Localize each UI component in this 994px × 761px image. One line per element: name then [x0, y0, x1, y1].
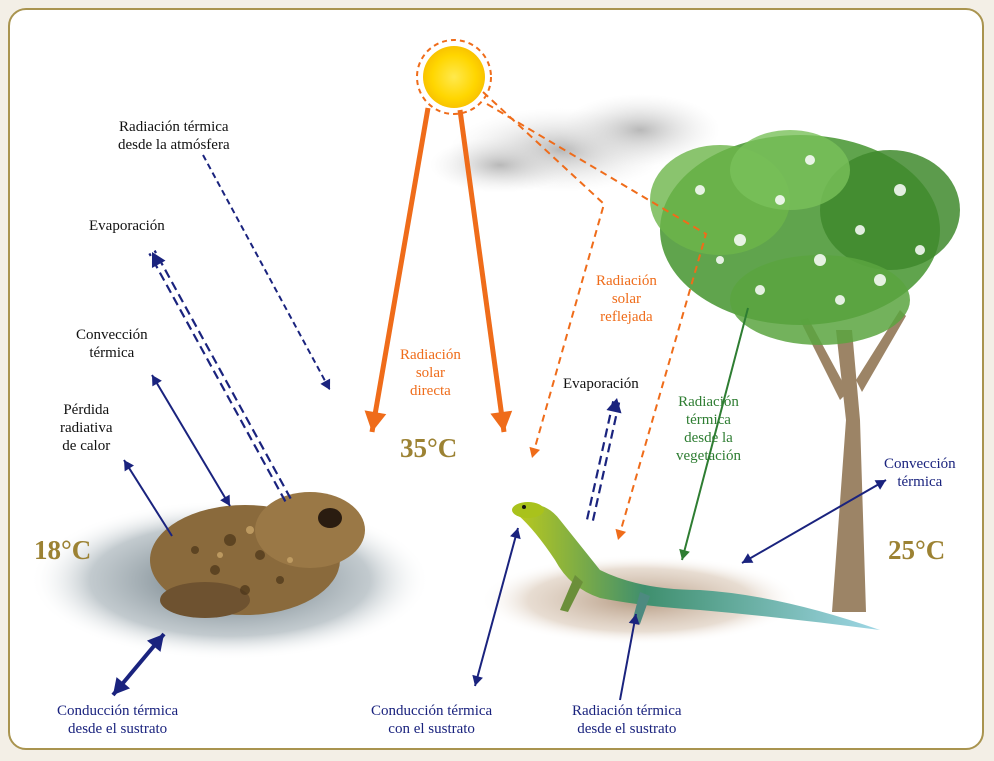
- label-line: Evaporación: [563, 375, 639, 393]
- label-conduction-center: Conducción térmica con el sustrato: [371, 702, 492, 738]
- arrow-evaporation-right: [587, 397, 621, 520]
- label-line: directa: [400, 382, 461, 400]
- label-line: térmica: [884, 473, 956, 491]
- label-substrate-radiation: Radiación térmica desde el sustrato: [572, 702, 682, 738]
- toad: [30, 492, 430, 660]
- label-line: desde la: [676, 429, 741, 447]
- label-line: Evaporación: [89, 217, 165, 235]
- label-line: Radiación térmica: [118, 118, 230, 136]
- label-atmosphere-radiation: Radiación térmica desde la atmósfera: [118, 118, 230, 154]
- label-evaporation-right: Evaporación: [563, 375, 639, 393]
- label-radiative-loss: Pérdida radiativa de calor: [60, 401, 112, 455]
- label-line: Convección: [884, 455, 956, 473]
- label-line: solar: [596, 290, 657, 308]
- arrow-convection-right: [742, 480, 886, 563]
- arrow-evaporation-left: [149, 251, 290, 502]
- label-line: Conducción térmica: [57, 702, 178, 720]
- label-line: solar: [400, 364, 461, 382]
- label-vegetation-radiation: Radiación térmica desde la vegetación: [676, 393, 741, 465]
- lizard: [480, 502, 880, 645]
- label-line: radiativa: [60, 419, 112, 437]
- label-line: reflejada: [596, 308, 657, 326]
- label-line: desde la atmósfera: [118, 136, 230, 154]
- label-line: Radiación térmica: [572, 702, 682, 720]
- label-line: con el sustrato: [371, 720, 492, 738]
- label-line: Pérdida: [60, 401, 112, 419]
- label-convection-left: Convección térmica: [76, 326, 148, 362]
- temperature-left: 18°C: [34, 535, 91, 566]
- label-direct-solar: Radiación solar directa: [400, 346, 461, 400]
- label-evaporation-left: Evaporación: [89, 217, 165, 235]
- label-convection-right: Convección térmica: [884, 455, 956, 491]
- label-line: Radiación: [400, 346, 461, 364]
- label-line: Radiación: [596, 272, 657, 290]
- label-line: Convección: [76, 326, 148, 344]
- temperature-right: 25°C: [888, 535, 945, 566]
- label-reflected-solar: Radiación solar reflejada: [596, 272, 657, 326]
- label-line: desde el sustrato: [57, 720, 178, 738]
- label-line: térmica: [76, 344, 148, 362]
- sun: [417, 40, 491, 114]
- arrow-atmosphere-radiation: [203, 155, 330, 390]
- label-line: desde el sustrato: [572, 720, 682, 738]
- label-line: térmica: [676, 411, 741, 429]
- temperature-center: 35°C: [400, 433, 457, 464]
- label-conduction-left: Conducción térmica desde el sustrato: [57, 702, 178, 738]
- label-line: Radiación: [676, 393, 741, 411]
- label-line: Conducción térmica: [371, 702, 492, 720]
- label-line: vegetación: [676, 447, 741, 465]
- label-line: de calor: [60, 437, 112, 455]
- arrow-convection-left: [152, 375, 230, 506]
